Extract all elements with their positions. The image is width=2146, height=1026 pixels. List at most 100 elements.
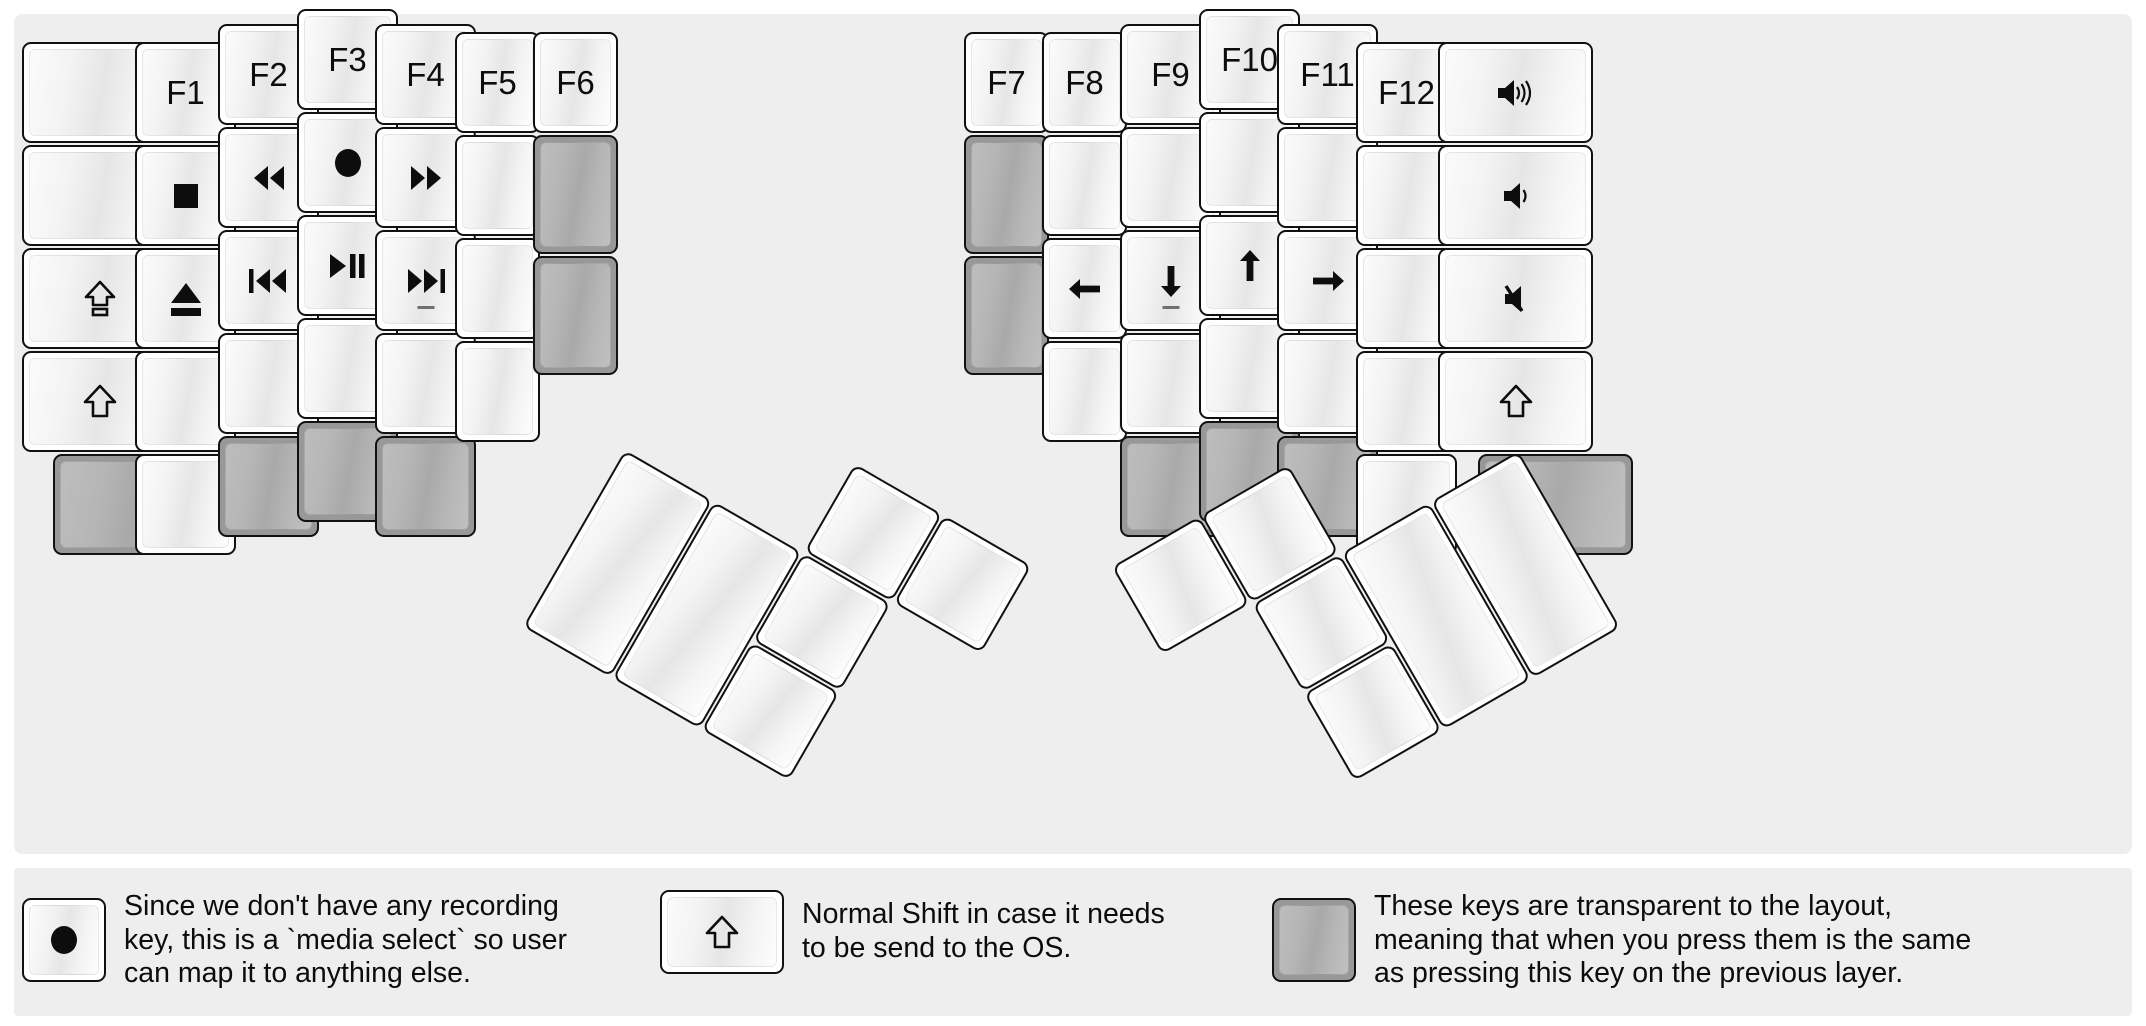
keycap-face (382, 443, 469, 530)
legend-panel (14, 868, 2132, 1016)
key-r-c5-r1[interactable] (1356, 145, 1457, 246)
arrow-left-icon (1067, 273, 1103, 305)
key-label: F6 (556, 64, 595, 101)
key-label: F5 (478, 64, 517, 101)
keycap-face: F1 (142, 49, 229, 136)
key-l-c5-r0[interactable]: F5 (455, 32, 540, 133)
shift-icon (1499, 384, 1533, 419)
keycap-face (1363, 152, 1450, 239)
keycap-face (540, 263, 611, 368)
keycap-face (462, 245, 533, 332)
keycap-face (1445, 358, 1586, 445)
legend-record: Since we don't have any recording key, t… (22, 890, 567, 991)
key-label: F3 (328, 41, 367, 78)
key-r-c1-r3[interactable] (1042, 341, 1127, 442)
media-play-pause-icon (328, 251, 367, 281)
key-l-c1-r0[interactable]: F1 (135, 42, 236, 143)
key-label: F10 (1221, 41, 1278, 78)
keycap-face (142, 358, 229, 445)
key-l-c5-r1[interactable] (455, 135, 540, 236)
legend-transparent: These keys are transparent to the layout… (1272, 890, 1971, 991)
legend-shift: Normal Shift in case it needs to be send… (660, 890, 1165, 974)
legend-record-sample-key (22, 898, 106, 983)
key-l-c5-r2[interactable] (455, 238, 540, 339)
keycap-face (1049, 142, 1120, 229)
legend-transparent-text: These keys are transparent to the layout… (1374, 890, 1972, 990)
key-r-c1-r1[interactable] (1042, 135, 1127, 236)
keycap-face: F6 (540, 39, 611, 126)
keycap-face: F7 (971, 39, 1042, 126)
keycap-face (382, 340, 469, 427)
arrow-up-icon (1234, 248, 1266, 284)
keycap-face (540, 142, 611, 247)
shift-icon (705, 915, 739, 950)
volume-up-icon (1496, 77, 1536, 109)
keycap-face (1049, 245, 1120, 332)
media-rewind-icon (251, 163, 287, 193)
keycap-face (142, 461, 229, 548)
keycap-face (29, 905, 99, 976)
media-record-icon (49, 925, 79, 955)
key-secondary-tick (417, 306, 434, 309)
keycap-face (382, 237, 469, 324)
key-r-c6-r0[interactable] (1438, 42, 1593, 143)
keycap-face (142, 255, 229, 342)
key-label: F12 (1378, 74, 1435, 111)
media-next-track-icon (405, 266, 446, 296)
key-label: F8 (1065, 64, 1104, 101)
keycap-face (1445, 49, 1586, 136)
legend-transparent-sample-key (1272, 898, 1356, 983)
key-label: F9 (1151, 56, 1190, 93)
media-eject-icon (169, 281, 203, 317)
key-l-c6-r1[interactable] (533, 135, 618, 254)
keycap-face (142, 152, 229, 239)
legend-shift-text: Normal Shift in case it needs to be send… (802, 898, 1165, 964)
keycap-face (462, 348, 533, 435)
key-l-c5-r3[interactable] (455, 341, 540, 442)
key-r-c1-r0[interactable]: F8 (1042, 32, 1127, 133)
caps-lock-icon (83, 280, 117, 318)
key-label: F7 (987, 64, 1026, 101)
arrow-down-icon (1155, 263, 1187, 299)
keycap-face (1049, 348, 1120, 435)
keycap-face (971, 263, 1042, 368)
key-r-c6-r2[interactable] (1438, 248, 1593, 349)
keycap-face: F5 (462, 39, 533, 126)
media-record-icon (333, 148, 363, 178)
key-r-c0-r0[interactable]: F7 (964, 32, 1049, 133)
keycap-face: F4 (382, 31, 469, 118)
keycap-face (462, 142, 533, 229)
keycap-face (1445, 152, 1586, 239)
arrow-right-icon (1310, 265, 1346, 297)
keycap-face (1279, 905, 1349, 976)
key-l-c1-r4[interactable] (135, 454, 236, 555)
key-r-c1-r2[interactable] (1042, 238, 1127, 339)
key-r-c0-r1[interactable] (964, 135, 1049, 254)
key-r-c6-r3[interactable] (1438, 351, 1593, 452)
key-label: F2 (249, 56, 288, 93)
media-prev-track-icon (248, 266, 289, 296)
keycap-face (1363, 358, 1450, 445)
key-r-c6-r1[interactable] (1438, 145, 1593, 246)
keycap-face (1445, 255, 1586, 342)
key-l-c4-r4[interactable] (375, 436, 476, 537)
keycap-face (667, 897, 777, 967)
key-secondary-tick (1162, 306, 1179, 309)
key-l-c6-r0[interactable]: F6 (533, 32, 618, 133)
key-label: F4 (406, 56, 445, 93)
key-label: F11 (1300, 56, 1355, 93)
keycap-face: F8 (1049, 39, 1120, 126)
legend-shift-sample-key (660, 890, 784, 974)
legend-record-text: Since we don't have any recording key, t… (124, 890, 567, 990)
keycap-face (971, 142, 1042, 247)
keycap-face (382, 134, 469, 221)
keycap-face: F12 (1363, 49, 1450, 136)
volume-mute-icon (1503, 283, 1529, 315)
media-stop-icon (172, 182, 200, 210)
keycap-face (1363, 255, 1450, 342)
shift-icon (83, 384, 117, 419)
key-r-c0-r2[interactable] (964, 256, 1049, 375)
key-l-c4-r3[interactable] (375, 333, 476, 434)
key-l-c6-r2[interactable] (533, 256, 618, 375)
